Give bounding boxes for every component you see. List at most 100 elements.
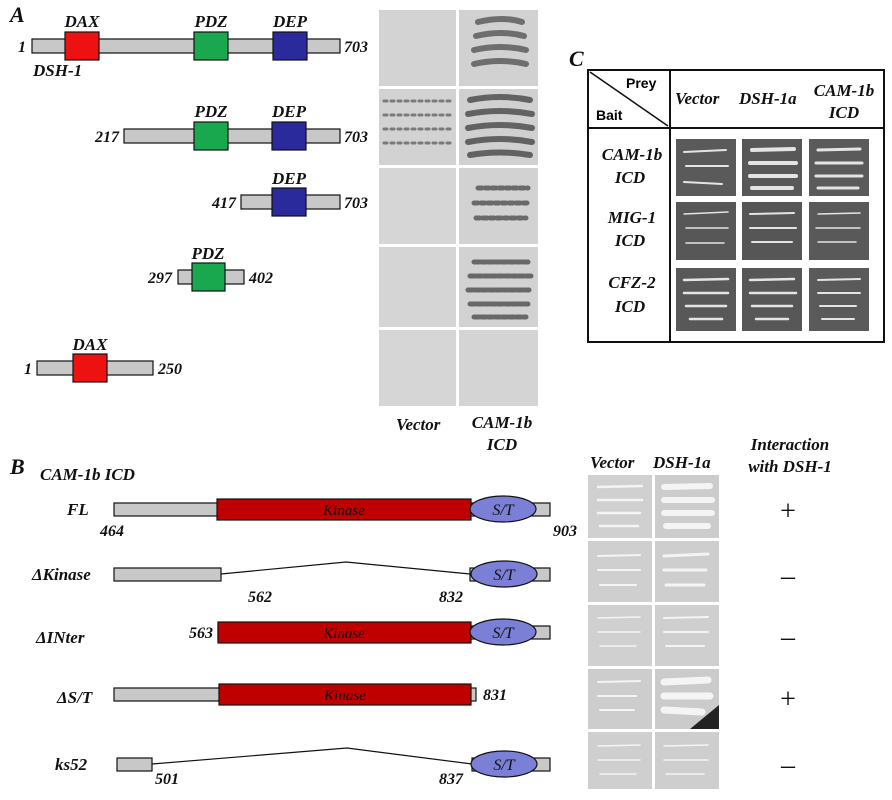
row-label-mig-icd: ICD	[614, 231, 645, 250]
plate-cell	[742, 202, 802, 260]
dep-domain	[271, 187, 307, 217]
dax-label: DAX	[72, 335, 109, 354]
plate-corner-shadow	[690, 705, 719, 729]
dax-domain	[72, 353, 108, 383]
construct-name: FL	[66, 500, 89, 519]
result-fl: +	[780, 496, 796, 527]
end-number: 903	[553, 523, 577, 540]
cam1b-icd-title: CAM-1b ICD	[40, 465, 135, 484]
plate-cell	[809, 268, 869, 331]
dep-label: DEP	[272, 12, 308, 31]
yeast-streaks	[382, 99, 452, 145]
end-number: 250	[157, 361, 182, 378]
end-number: 831	[483, 687, 507, 704]
plate-cell-vector	[379, 10, 456, 86]
plate-row-4	[379, 247, 538, 327]
dax-domain	[64, 31, 100, 61]
yeast-streaks	[471, 16, 529, 67]
panel-c-table: Prey Bait Vector DSH-1a CAM-1b ICD CAM-1…	[587, 69, 885, 343]
pdz-label: PDZ	[190, 244, 224, 263]
kinase-label: Kinase	[322, 626, 365, 642]
prey-label: Prey	[626, 75, 657, 91]
protein-bar	[113, 567, 222, 582]
plate-cell-cam1b	[459, 168, 538, 244]
st-label: S/T	[492, 502, 514, 519]
construct-name: ks52	[55, 755, 88, 774]
start-number: 217	[94, 129, 120, 146]
st-label: S/T	[493, 757, 515, 774]
panel-a-construct-3: DEP 417 703	[211, 169, 368, 217]
result-ks52: –	[780, 750, 796, 781]
deletion-linker	[220, 561, 471, 575]
end-number: 832	[439, 589, 463, 606]
yeast-streaks	[465, 94, 535, 158]
dep-domain	[271, 121, 307, 151]
column-vector-label: Vector	[675, 89, 720, 108]
st-domain	[469, 495, 537, 523]
plate-cell	[809, 202, 869, 260]
st-label: S/T	[492, 625, 514, 642]
st-domain	[470, 750, 538, 778]
yeast-streaks	[471, 185, 533, 221]
start-number: 501	[155, 771, 179, 788]
header-interaction: Interaction	[750, 435, 829, 454]
header-dsh: DSH-1a	[652, 453, 711, 472]
panel-b-construct-fl: FL Kinase S/T 464 903	[66, 495, 577, 540]
start-number: 562	[248, 589, 272, 606]
deletion-linker	[151, 747, 473, 765]
construct-name: ΔKinase	[31, 565, 91, 584]
panel-a-construct-2: PDZ DEP 217 703	[94, 102, 368, 151]
dax-label: DAX	[64, 12, 101, 31]
plate-cell-vector	[379, 247, 456, 327]
start-number: 297	[147, 270, 173, 287]
start-number: 1	[24, 361, 32, 378]
plate-cell	[676, 139, 736, 196]
end-number: 703	[344, 39, 368, 56]
plate-cell	[676, 202, 736, 260]
plate-row-5	[379, 330, 538, 406]
dep-label: DEP	[271, 102, 307, 121]
bait-label: Bait	[596, 107, 623, 123]
kinase-domain	[218, 683, 472, 706]
protein-bar	[31, 38, 341, 54]
pdz-label: PDZ	[193, 12, 227, 31]
yeast-streaks	[596, 483, 715, 775]
plate-cell-vector	[379, 168, 456, 244]
plate-cell-vector	[588, 541, 652, 602]
st-domain	[469, 618, 537, 646]
yeast-streaks	[465, 259, 535, 320]
plate-row-2	[379, 89, 538, 165]
plate-column-vector-label: Vector	[396, 415, 441, 434]
panel-b-construct-dkinase: ΔKinase S/T 562 832	[31, 560, 551, 606]
column-icd-label: ICD	[828, 103, 859, 122]
construct-name: ΔS/T	[56, 688, 93, 707]
column-cam-label: CAM-1b	[814, 81, 874, 100]
result-dst: +	[780, 684, 796, 715]
panel-a-construct-5: DAX 1 250	[24, 335, 182, 383]
plate-cell-cam1b	[459, 330, 538, 406]
end-number: 703	[344, 195, 368, 212]
row-label-cfz: CFZ-2	[608, 273, 656, 292]
pdz-label: PDZ	[193, 102, 227, 121]
end-number: 837	[439, 771, 464, 788]
panel-letter-b: B	[9, 454, 25, 479]
start-number: 1	[18, 39, 26, 56]
plate-cell-vector	[588, 669, 652, 729]
st-label: S/T	[493, 567, 515, 584]
column-dsh-label: DSH-1a	[738, 89, 797, 108]
row-label-cam: CAM-1b	[602, 145, 662, 164]
dep-label: DEP	[271, 169, 307, 188]
panel-b-construct-dinter: ΔINter Kinase S/T 563	[35, 618, 551, 647]
protein-bar	[123, 128, 341, 144]
plate-row-3	[379, 168, 538, 244]
protein-bar	[116, 757, 153, 772]
st-domain	[470, 560, 538, 588]
panel-a-construct-4: PDZ 297 402	[147, 244, 273, 292]
pdz-domain	[191, 262, 226, 292]
header-with-dsh: with DSH-1	[748, 457, 832, 476]
panel-b-plate-grid	[586, 473, 721, 791]
kinase-label: Kinase	[323, 688, 366, 704]
plate-cell-vector	[379, 330, 456, 406]
row-label-cfz-icd: ICD	[614, 297, 645, 316]
